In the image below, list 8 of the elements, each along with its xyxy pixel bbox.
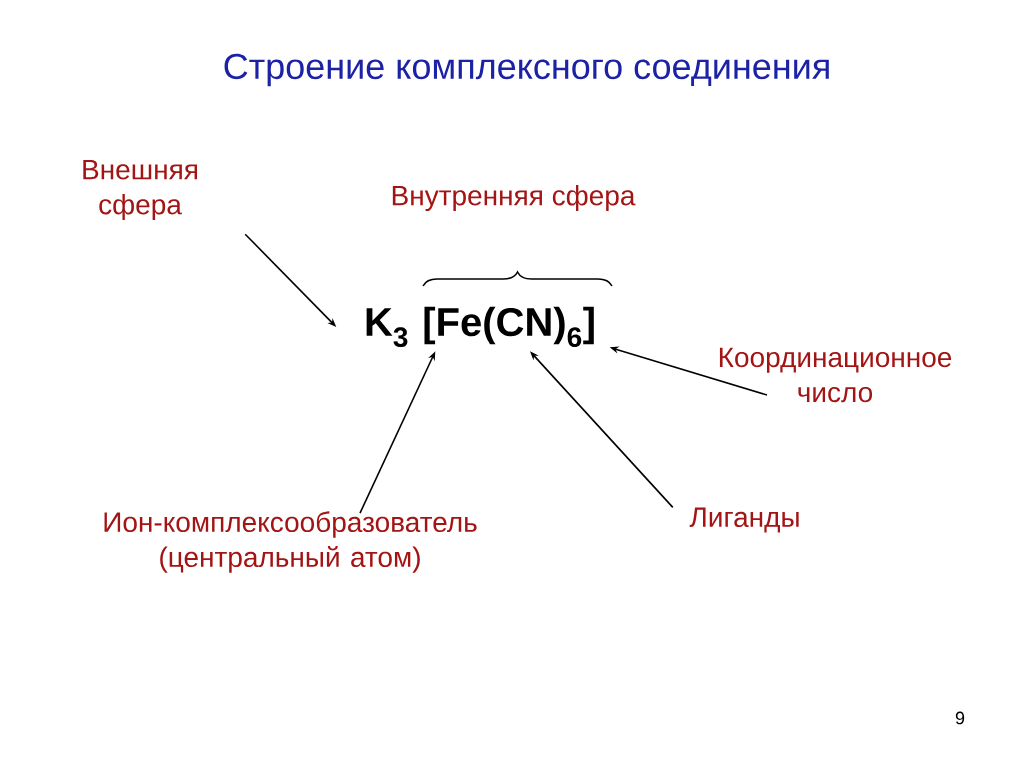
label-text: Лиганды	[689, 507, 799, 533]
heading-text: Внутренняя сфера	[392, 184, 636, 212]
label-text: Ион-комплексообразователь (центральный атом)	[104, 511, 477, 573]
page-number: 9	[955, 711, 965, 725]
label-text: Внешняя сфера	[83, 159, 198, 220]
formula: K$_{3}$ [Fe(CN)$_{6}$]	[366, 306, 594, 348]
label-text: Координационное число	[719, 347, 952, 403]
title: Строение комплексного соединения	[224, 53, 829, 87]
